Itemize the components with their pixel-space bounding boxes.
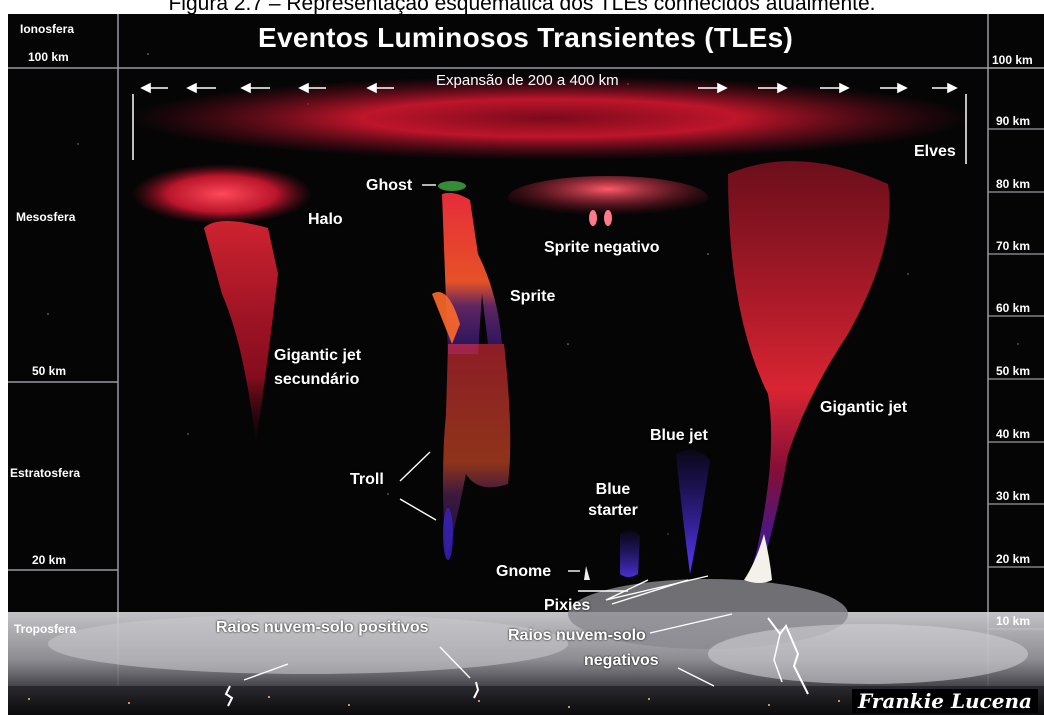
tle-diagram: Ionosfera 100 km Mesosfera 50 km Estrato… bbox=[8, 14, 1044, 715]
gnome-glow bbox=[584, 566, 590, 580]
pixies-label: Pixies bbox=[544, 596, 590, 615]
scale-60km: 60 km bbox=[996, 301, 1030, 315]
scale-50km: 50 km bbox=[996, 364, 1030, 378]
ghost-glow bbox=[438, 181, 466, 191]
elves-label: Elves bbox=[914, 142, 956, 161]
right-scale-ticks bbox=[988, 68, 1044, 629]
blue-starter-label-line1: Blue bbox=[588, 480, 638, 499]
gnome-label: Gnome bbox=[496, 562, 551, 581]
author-signature: Frankie Lucena bbox=[852, 689, 1038, 713]
sprite-label: Sprite bbox=[510, 287, 555, 306]
scale-40km: 40 km bbox=[996, 427, 1030, 441]
scale-20km: 20 km bbox=[996, 552, 1030, 566]
diagram-graphics bbox=[8, 14, 1044, 715]
scale-10km: 10 km bbox=[996, 614, 1030, 628]
troposphere-label: Troposfera bbox=[14, 622, 76, 636]
secondary-gigantic-jet-label-line1: Gigantic jet bbox=[274, 346, 361, 365]
blue-jet-glow bbox=[676, 450, 710, 574]
left-20km-label: 20 km bbox=[32, 553, 66, 567]
left-100km-label: 100 km bbox=[28, 50, 69, 64]
scale-30km: 30 km bbox=[996, 489, 1030, 503]
gigantic-jet-secondary-glow bbox=[204, 221, 278, 444]
expansion-label: Expansão de 200 a 400 km bbox=[436, 72, 619, 89]
troll-label: Troll bbox=[350, 470, 384, 489]
secondary-gigantic-jet-label-line2: secundário bbox=[274, 370, 359, 389]
mesosphere-label: Mesosfera bbox=[16, 210, 75, 224]
scale-70km: 70 km bbox=[996, 239, 1030, 253]
figure-caption: Figura 2.7 – Representação esquemática d… bbox=[0, 0, 1044, 14]
negative-cg-lightning-label-line1: Raios nuvem-solo bbox=[508, 626, 646, 645]
stratosphere-label: Estratosfera bbox=[10, 466, 80, 480]
blue-starter-label-line2: starter bbox=[583, 501, 643, 520]
blue-jet-label: Blue jet bbox=[650, 426, 708, 445]
scale-100km: 100 km bbox=[992, 53, 1033, 67]
positive-cg-lightning-label: Raios nuvem-solo positivos bbox=[216, 618, 428, 637]
halo-label: Halo bbox=[308, 210, 343, 229]
halo-glow bbox=[132, 164, 312, 224]
diagram-title: Eventos Luminosos Transientes (TLEs) bbox=[258, 22, 793, 54]
troll-glow bbox=[443, 344, 510, 559]
scale-90km: 90 km bbox=[996, 114, 1030, 128]
ionosphere-label: Ionosfera bbox=[20, 22, 74, 36]
negative-sprite-label: Sprite negativo bbox=[544, 238, 660, 257]
scale-80km: 80 km bbox=[996, 177, 1030, 191]
gigantic-jet-glow bbox=[728, 161, 890, 574]
blue-starter-glow bbox=[620, 530, 640, 577]
negative-cg-lightning-label-line2: negativos bbox=[584, 651, 659, 670]
ghost-label: Ghost bbox=[366, 176, 412, 195]
left-50km-label: 50 km bbox=[32, 364, 66, 378]
gigantic-jet-label: Gigantic jet bbox=[820, 398, 907, 417]
